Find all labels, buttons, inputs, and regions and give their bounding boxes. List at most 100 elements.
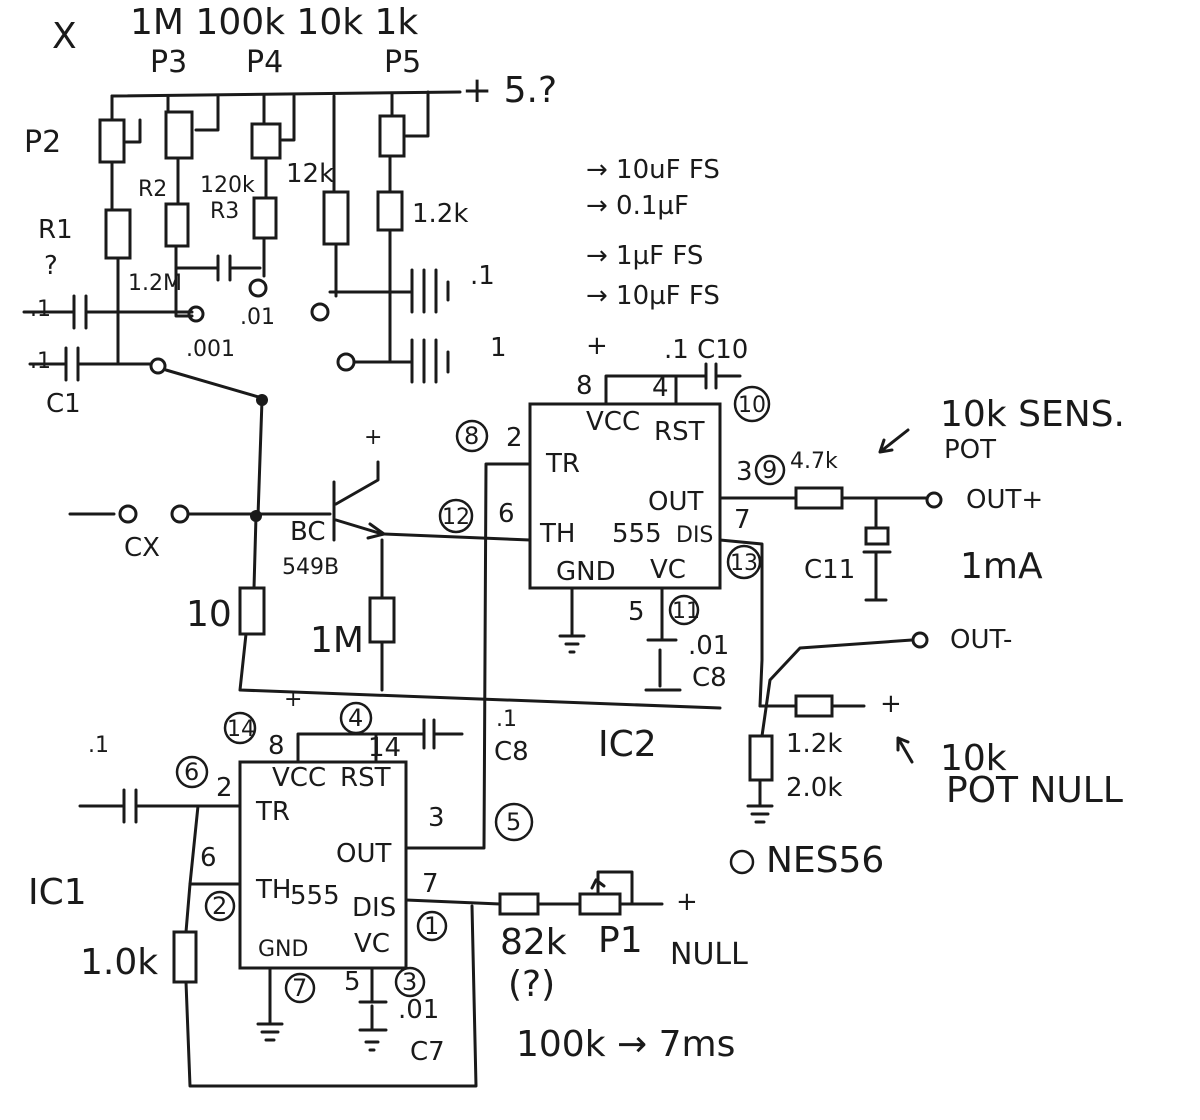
resistor-null [794,694,834,718]
circle-13 [726,544,762,580]
circle-8 [455,419,489,453]
ic2-out: OUT [648,487,703,517]
label-cx: CX [124,533,160,563]
ic2-tr: TR [545,449,580,479]
note-0-1uf: → 0.1µF [586,191,689,221]
resistor-12k [322,190,350,246]
label-12k: 12k [286,159,334,189]
circ-8-text: 8 [464,422,479,450]
p4-wiper [280,94,296,142]
label-p2: P2 [24,125,61,160]
resistor-1-2k [376,190,404,232]
resistor-1-0k [172,930,198,984]
null-ground [746,778,774,824]
label-plus-top: + [364,425,382,450]
circ-1-text: 1 [424,912,439,940]
label-null-pot: 10k [940,738,1007,779]
label-82k-q: (?) [508,964,555,1005]
resistor-82k [498,892,540,916]
ic1-pin5: 5 [344,967,361,997]
terminal-c1 [149,357,167,375]
ic1-pin7: 7 [422,869,439,899]
ic2-dis: DIS [676,523,713,548]
label-2-0k: 2.0k [786,773,842,803]
emitter-to-th [382,532,532,542]
pot-p3 [164,110,194,160]
supply-rail [110,90,462,98]
sens-arrow [878,428,910,454]
terminal-12k [310,302,330,322]
ic1-vcc-rst-link [296,732,378,764]
circle-4 [339,701,373,735]
ic1-pin6: 6 [200,843,217,873]
circ-2-text: 2 [212,892,227,920]
cap-c11 [864,526,890,546]
label-c10-plus: + [586,331,608,361]
label-1b: 1 [490,333,507,363]
label-cap-left1: .1 [30,297,51,322]
ic1-pin2: 2 [216,773,233,803]
label-1-2k-null: 1.2k [786,729,842,759]
label-82k: 82k [500,922,567,963]
label-001: .001 [186,337,235,362]
cap-c-left1 [22,294,194,330]
label-p5: P5 [384,45,421,80]
resistor-2-0k [748,734,774,782]
ic1-out: OUT [336,839,391,869]
ic1-pin8: 8 [268,731,285,761]
ic2-ground [558,586,586,654]
label-p1: P1 [598,920,643,961]
label-r2: R2 [138,177,167,202]
label-c10: .1 C10 [664,335,748,365]
resistor-r3 [252,196,278,240]
circ-11-text: 11 [672,599,700,624]
null-arrow [896,736,914,764]
nes-mark [729,849,755,875]
note-10uf-2: → 10µF FS [586,281,720,311]
ic2-trigger-wire [402,462,532,850]
cap-1-right [352,338,450,384]
ic1-vc: VC [354,929,390,959]
pot-p4 [250,122,282,160]
label-c8-val-ic1: .1 [496,707,517,732]
ic1-th-down [184,882,192,934]
label-1-2m: 1.2M [128,271,182,296]
ic1-ground [256,966,284,1042]
resistor-10 [238,586,266,636]
circle-11 [668,594,700,626]
label-nes556: NES56 [766,840,884,881]
x-mark: X [52,16,77,57]
label-r3: R3 [210,199,239,224]
circ-10-text: 10 [738,393,766,418]
label-01: .01 [240,305,275,330]
label-c8-val-ic2: .01 [688,631,729,661]
cap-01-right [328,268,450,314]
ic2-pin7: 7 [734,505,751,535]
label-10: 10 [186,594,232,635]
circ-13-text: 13 [730,551,758,576]
terminal-out-minus [911,631,929,649]
label-null-pot2: POT NULL [946,770,1123,811]
label-c8-ic1: C8 [494,737,529,767]
label-c1: C1 [46,389,81,419]
cap-c8-ic1 [374,718,464,750]
label-1m: 1M [310,620,364,661]
note-10uf: → 10uF FS [586,155,720,185]
cap-c8-ic2 [644,586,682,692]
p1-wiper [590,870,634,906]
resistor-4-7k [794,486,844,510]
ic1-pin3: 3 [428,803,445,833]
label-ic2: IC2 [598,724,657,765]
label-bc: BC [290,517,326,547]
circle-2 [204,890,236,922]
p3-wiper [194,94,220,132]
cx-terminal-left [118,504,138,524]
circle-14 [223,711,257,745]
ic2-body [528,402,722,590]
ic2-dis-wire [718,538,764,708]
label-p3: P3 [150,45,187,80]
ic1-th: TH [255,875,291,905]
label-r1: R1 [38,215,73,245]
switch-to-node [256,398,264,518]
